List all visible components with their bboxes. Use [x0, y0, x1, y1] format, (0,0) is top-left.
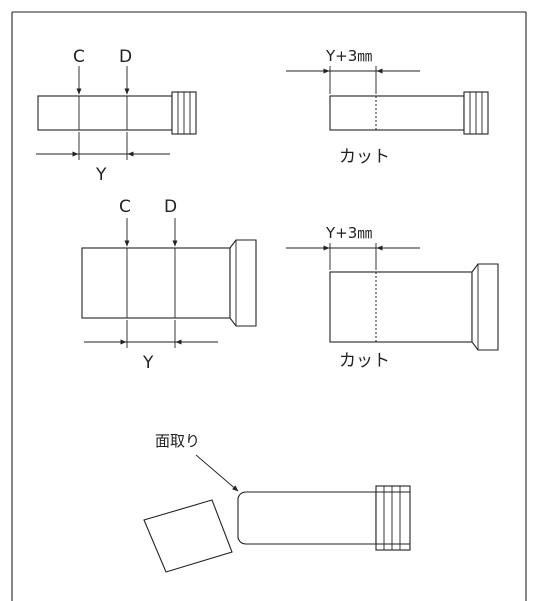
- small-cut-pipe-body: [329, 95, 465, 131]
- small-pipe-body: [37, 95, 173, 131]
- page-border: [11, 11, 527, 601]
- large-pipe-marked: C D Y: [81, 197, 257, 373]
- chamfer-illustration: 面取り: [143, 432, 411, 573]
- cut-off-piece: [143, 499, 233, 573]
- label-y-mid: Y: [142, 353, 154, 373]
- label-chamfer: 面取り: [155, 432, 200, 450]
- small-pipe-marked: C D Y: [36, 47, 197, 185]
- chamfered-pipe-fitting: [375, 485, 411, 551]
- large-pipe-cut: Y+3㎜ カット: [286, 224, 499, 371]
- large-pipe-body: [81, 247, 231, 319]
- label-cut-mid: カット: [339, 351, 390, 371]
- label-d-top: D: [119, 47, 132, 67]
- label-y-top: Y: [95, 165, 107, 185]
- large-pipe-socket: [229, 239, 257, 327]
- label-y-plus-3mm-top: Y+3㎜: [325, 47, 372, 65]
- label-cut-top: カット: [339, 147, 390, 167]
- large-cut-pipe-socket: [471, 263, 499, 351]
- chamfered-pipe-body: [237, 491, 377, 545]
- label-c-mid: C: [119, 197, 131, 217]
- chamfer-arrow: [195, 454, 239, 492]
- small-pipe-fitting: [171, 91, 197, 135]
- large-cut-pipe-body: [329, 271, 473, 343]
- label-d-mid: D: [164, 197, 177, 217]
- label-c-top: C: [73, 47, 85, 67]
- small-cut-pipe-fitting: [463, 91, 489, 135]
- label-y-plus-3mm-mid: Y+3㎜: [325, 224, 372, 242]
- small-pipe-cut: Y+3㎜ カット: [286, 47, 489, 167]
